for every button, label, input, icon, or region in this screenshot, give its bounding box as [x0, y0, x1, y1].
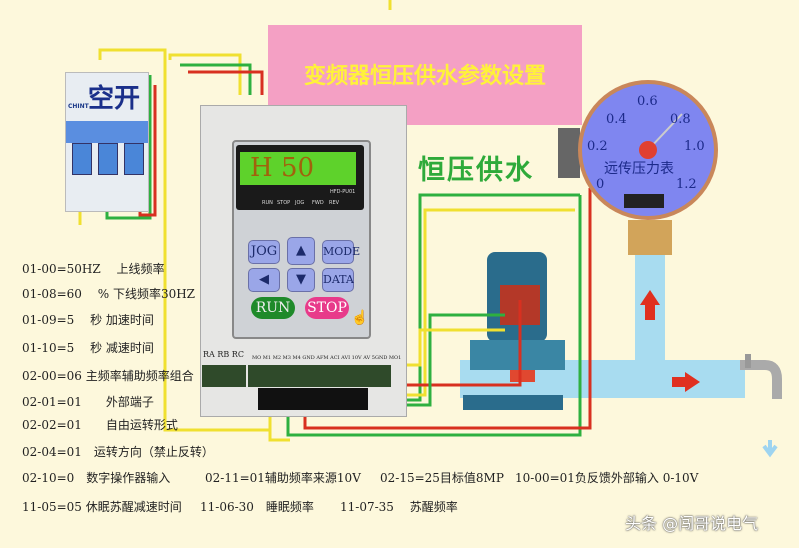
param-line: 11-06-30 睡眠频率: [200, 500, 314, 514]
model-label: HFD-PU01: [330, 189, 356, 195]
param-line: 01-08=60 % 下线频率30HZ: [22, 287, 196, 301]
io-terminal-labels: MO M1 M2 M3 M4 GND AFM ACI AVI 10V AV 5G…: [252, 355, 402, 361]
mode-button[interactable]: MODE: [322, 240, 360, 264]
gauge-face: [624, 113, 683, 208]
breaker-band: [66, 121, 148, 143]
param-line: 02-15=25目标值8MP: [380, 471, 504, 485]
indicator-stop: STOP: [277, 200, 291, 206]
pump-label: [510, 370, 535, 382]
indicator-jog: JOG: [295, 200, 305, 206]
hand-cursor-icon: ☝: [351, 310, 369, 326]
relay-terminal-labels: RA RB RC: [203, 350, 244, 359]
gauge-tick: 1.0: [684, 139, 705, 154]
breaker-switch: [98, 143, 118, 175]
indicator-rev: REV: [329, 200, 340, 206]
breaker-label: 空开: [88, 84, 141, 114]
gauge-label: 远传压力表: [604, 161, 674, 177]
flow-right-arrow: [672, 372, 700, 392]
gauge-tick: 0.4: [606, 112, 627, 127]
subtitle: 恒压供水: [418, 155, 534, 186]
data-button[interactable]: DATA: [322, 268, 354, 292]
param-line: 02-11=01辅助频率来源10V: [205, 471, 361, 485]
gauge-tick: 0.8: [670, 112, 691, 127]
faucet-icon: [740, 360, 782, 399]
inverter-display: H 50: [240, 152, 356, 185]
indicator-run: RUN: [262, 200, 273, 206]
pump-base: [463, 395, 563, 410]
relay-terminal-strip: [202, 365, 246, 387]
flow-up-arrow: [640, 290, 660, 320]
run-button[interactable]: RUN: [251, 297, 295, 319]
sensor-block: [558, 128, 580, 178]
io-terminal-strip: [248, 365, 391, 387]
page-title: 变频器恒压供水参数设置: [303, 64, 546, 89]
faucet-handle: [745, 354, 751, 368]
gauge-tick: 1.2: [676, 177, 697, 192]
param-line: 02-10=0 数字操作器输入: [22, 471, 171, 485]
watermark: 头条 @闯哥说电气: [625, 514, 759, 533]
lower-terminal-strip: [258, 388, 368, 410]
gauge-fitting: [628, 220, 672, 255]
param-line: 10-00=01负反馈外部输入 0-10V: [515, 471, 699, 485]
jog-button[interactable]: JOG: [248, 240, 280, 264]
param-line: 01-00=50HZ 上线频率: [22, 262, 165, 276]
param-line: 02-02=01 自由运转形式: [22, 418, 178, 432]
stop-button[interactable]: STOP: [305, 297, 349, 319]
param-line: 01-09=5 秒 加速时间: [22, 313, 154, 327]
gauge-tick: 0.2: [587, 139, 608, 154]
indicator-fwd: FWD: [312, 200, 324, 206]
pump-body: [470, 340, 565, 370]
down-button[interactable]: ▼: [287, 268, 315, 292]
param-line: 02-01=01 外部端子: [22, 395, 154, 409]
breaker-switch: [72, 143, 92, 175]
circuit-breaker: CHINT: [65, 72, 149, 212]
param-line: 11-07-35 苏醒频率: [340, 500, 458, 514]
gauge-tick: 0.6: [637, 94, 658, 109]
up-button[interactable]: ▲: [287, 237, 315, 265]
param-line: 11-05=05 休眠苏醒减速时间: [22, 500, 182, 514]
breaker-brand: CHINT: [68, 103, 89, 110]
param-line: 01-10=5 秒 减速时间: [22, 341, 154, 355]
gauge-tick: 0: [596, 177, 605, 192]
water-drop-arrow: [762, 440, 778, 458]
param-line: 02-00=06 主频率辅助频率组合: [22, 369, 194, 383]
breaker-switch: [124, 143, 144, 175]
param-line: 02-04=01 运转方向（禁止反转）: [22, 445, 214, 459]
gauge-hub: [639, 141, 657, 159]
left-button[interactable]: ◀: [248, 268, 280, 292]
gauge-connector: [624, 194, 664, 208]
pressure-gauge: 0 0.2 0.4 0.6 0.8 1.0 1.2 远传压力表: [578, 80, 718, 220]
